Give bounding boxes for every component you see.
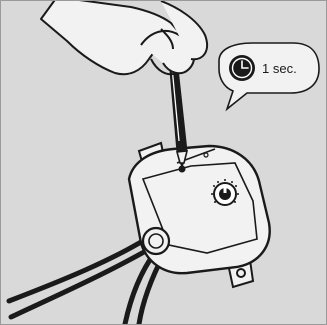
clock-icon: [229, 55, 255, 81]
timer-label: 1 sec.: [262, 61, 297, 76]
cables: [9, 236, 164, 324]
cable-grommet: [143, 228, 169, 254]
device-body: [129, 143, 270, 287]
hand: [41, 1, 207, 74]
timer-bubble: 1 sec.: [219, 43, 319, 109]
